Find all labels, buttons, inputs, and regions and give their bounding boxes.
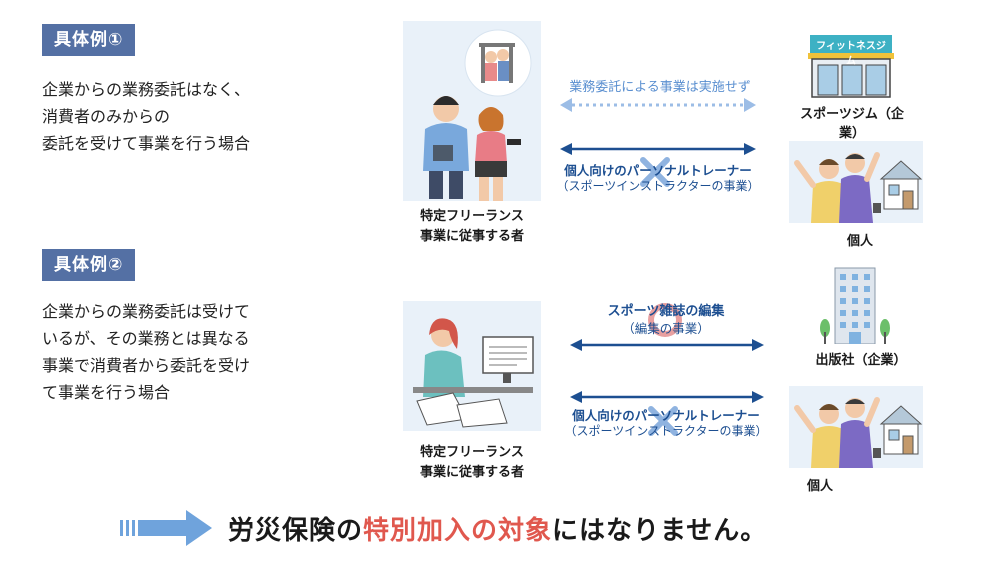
x-mark-icon <box>640 157 670 187</box>
example1-bottom-arrow-label: 個人向けのパーソナルトレーナー <box>564 163 752 178</box>
publisher-label: 出版社（企業） <box>815 353 907 368</box>
example1-freelancer-caption: 特定フリーランス 事業に従事する者 <box>419 209 524 244</box>
freelancer-trainer-illustration <box>403 21 541 201</box>
gym-building-icon: フィットネスジム <box>806 33 896 99</box>
example1-badge: 具体例① <box>42 24 136 56</box>
individuals-illustration <box>789 141 923 223</box>
gym-label: スポーツジム（企 業） <box>800 107 904 141</box>
example1-top-arrow-label: 業務委託による事業は実施せず <box>569 80 751 95</box>
conclusion-prefix: 労災保険の <box>228 516 364 546</box>
example1-bottom-arrow-sub: （スポーツインストラクターの事業） <box>556 179 760 193</box>
example2-description: 企業からの業務委託は受けて いるが、その業務とは異なる 事業で消費者から委託を受… <box>42 302 251 402</box>
freelancer-editor-illustration <box>403 301 541 431</box>
example2-freelancer-caption: 特定フリーランス 事業に従事する者 <box>419 445 524 480</box>
example1-description: 企業からの業務委託はなく、 消費者のみからの 委託を受けて事業を行う場合 <box>42 80 251 153</box>
conclusion-highlight: 特別加入の対象 <box>363 516 553 546</box>
right-arrow-icon <box>120 510 212 546</box>
example1-dotted-double-arrow <box>560 98 756 112</box>
individuals-illustration <box>789 386 923 468</box>
conclusion-text: 労災保険の特別加入の対象にはなりません。 <box>228 510 767 547</box>
example2-bottom-arrow-label: 個人向けのパーソナルトレーナー <box>572 408 760 423</box>
example1-individual-label: 個人 <box>846 234 873 249</box>
circle-mark-icon <box>648 303 682 337</box>
example2-top-double-arrow <box>570 339 764 351</box>
example1-solid-double-arrow <box>560 143 756 155</box>
conclusion-suffix: にはなりません。 <box>552 516 768 546</box>
example2-individual-label: 個人 <box>806 479 833 494</box>
office-building-icon <box>815 266 895 345</box>
example2-badge: 具体例② <box>42 249 136 281</box>
example2-bottom-arrow-sub: （スポーツインストラクターの事業） <box>564 424 768 438</box>
gym-sign-text: フィットネスジム <box>816 41 886 67</box>
example2-top-arrow-label: スポーツ雑誌の編集 <box>607 304 725 319</box>
example2-top-arrow-sub: （編集の事業） <box>622 321 710 336</box>
example2-bottom-double-arrow <box>570 391 764 403</box>
x-mark-icon <box>648 406 678 436</box>
